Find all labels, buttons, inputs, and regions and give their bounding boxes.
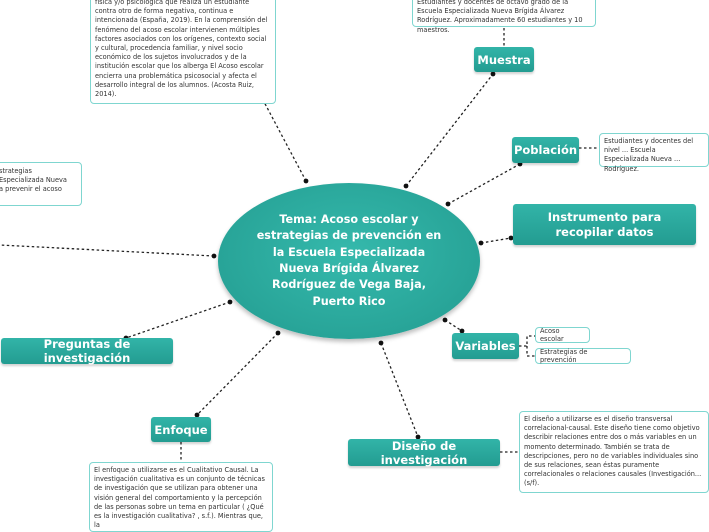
variable-estrategias-prevencion[interactable]: Estrategias de prevención (535, 348, 631, 364)
branch-poblacion-label: Población (513, 143, 578, 157)
note-muestra: Estudiantes y docentes de octavo grado d… (412, 0, 596, 34)
branch-enfoque-label: Enfoque (154, 422, 208, 437)
branch-instrumento-label: Instrumento para recopilar datos (547, 209, 662, 239)
note-left-line-1: strategias (0, 167, 32, 175)
note-diseno: El diseño a utilizarse es el diseño tran… (519, 411, 709, 493)
branch-enfoque[interactable]: Enfoque (151, 417, 211, 442)
note-left-partial: strategias Especializada Nueva a preveni… (0, 162, 82, 206)
central-topic[interactable]: Tema: Acoso escolar y estrategias de pre… (218, 183, 480, 339)
branch-poblacion[interactable]: Población (512, 137, 579, 163)
variable-estrategias-prevencion-label: Estrategias de prevención (540, 348, 588, 364)
note-left-line-2: Especializada Nueva (0, 176, 67, 185)
note-poblacion-text: Estudiantes y docentes del nivel ... Esc… (604, 137, 694, 173)
branch-muestra[interactable]: Muestra (474, 47, 534, 72)
note-enfoque: El enfoque a utilizarse es el Cualitativ… (89, 462, 273, 532)
branch-muestra-label: Muestra (477, 52, 531, 67)
note-bullying-definition: física y/o psicológica que realiza un es… (90, 0, 276, 104)
variable-acoso-escolar-label: Acoso escolar (540, 327, 564, 343)
note-poblacion: Estudiantes y docentes del nivel ... Esc… (599, 133, 709, 173)
branch-preguntas-label: Preguntas de investigación (43, 337, 131, 365)
branch-diseno-label: Diseño de investigación (380, 438, 468, 467)
branch-variables-label: Variables (455, 339, 516, 353)
branch-diseno[interactable]: Diseño de investigación (348, 438, 500, 467)
variable-acoso-escolar[interactable]: Acoso escolar (535, 327, 590, 343)
branch-instrumento[interactable]: Instrumento para recopilar datos (513, 204, 696, 245)
branch-preguntas[interactable]: Preguntas de investigación (1, 337, 173, 365)
branch-variables[interactable]: Variables (452, 333, 519, 359)
central-topic-text: Tema: Acoso escolar y estrategias de pre… (256, 212, 442, 308)
note-left-line-3: a prevenir el acoso (0, 185, 62, 194)
